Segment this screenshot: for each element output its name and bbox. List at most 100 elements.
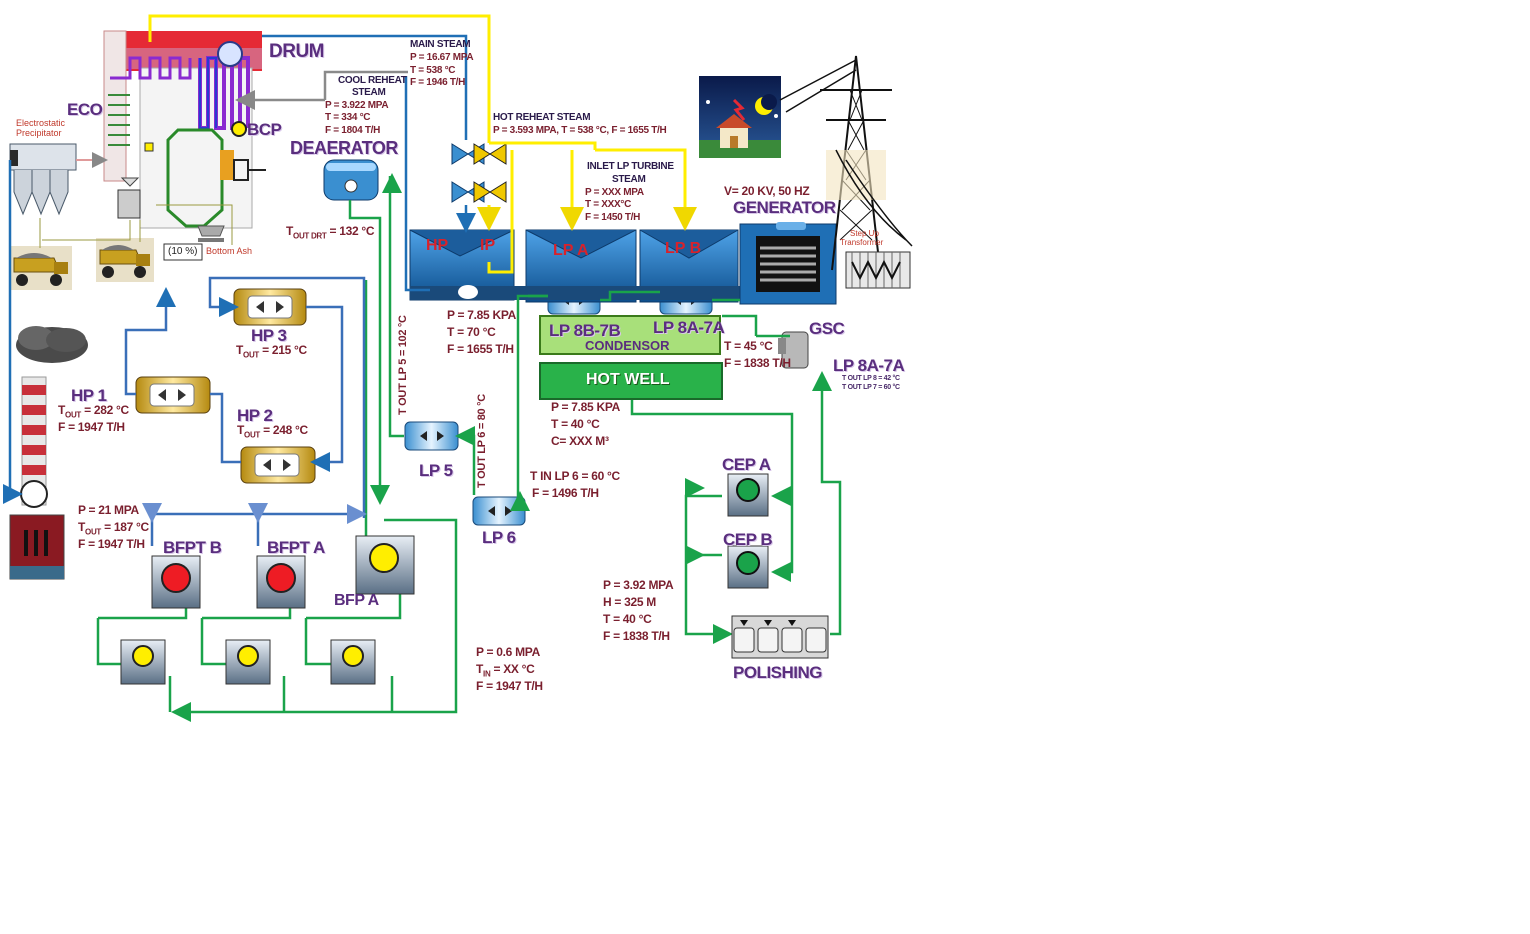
cool-reheat-title-1: COOL REHEAT	[338, 75, 407, 86]
cep-a-pump-shape	[727, 473, 769, 517]
cool-reheat-t: T = 334 °C	[325, 112, 371, 123]
main-steam-t: T = 538 °C	[410, 65, 456, 76]
deaerator-tout: TOUT DRT = 132 °C	[286, 224, 375, 241]
bfp-flow: F = 1947 T/H	[78, 537, 145, 551]
lp6-flow: F = 1496 T/H	[532, 486, 599, 500]
deaerator-shape	[323, 159, 379, 201]
lp8a7a-top-label: LP 8A-7A	[653, 318, 725, 337]
generator-label: GENERATOR	[733, 198, 836, 217]
hp1-tout: TOUT = 282 °C	[58, 403, 129, 420]
gsc-t: T = 45 °C	[724, 339, 773, 353]
hotwell-t: T = 40 °C	[551, 417, 600, 431]
turbine-lpb-label: LP B	[665, 240, 702, 257]
hp3-heater-shape	[233, 288, 307, 326]
bfp-a-pump-shape	[355, 535, 415, 595]
lp6-heater-shape	[472, 496, 526, 526]
feedwater-lines	[124, 276, 367, 546]
booster-flow: F = 1947 T/H	[476, 679, 543, 693]
main-steam-lines	[3, 34, 476, 504]
drum-label: DRUM	[269, 41, 325, 62]
polishing-unit-shape	[731, 615, 829, 659]
bfpt-b-pump-shape	[151, 555, 201, 609]
lp6-tin: T IN LP 6 = 60 °C	[530, 469, 620, 483]
condensor-label: CONDENSOR	[585, 338, 670, 353]
turbine-hp-label: HP	[426, 237, 449, 254]
boiler	[103, 30, 266, 242]
generator-voltage: V= 20 KV, 50 HZ	[724, 184, 810, 198]
hp3-label: HP 3	[251, 326, 287, 345]
step-up-label-1: Step Up	[850, 229, 879, 238]
cep-flow: F = 1838 T/H	[603, 629, 670, 643]
hp2-heater-shape	[240, 446, 316, 484]
hp1-heater-shape	[135, 376, 211, 414]
cool-reheat-title-2: STEAM	[352, 87, 386, 98]
turbine-lpa-label: LP A	[553, 242, 589, 259]
electrostatic-label-2: Precipitator	[16, 128, 62, 138]
bottom-ash-label: Bottom Ash	[206, 246, 253, 256]
hot-reheat-lines	[148, 14, 697, 274]
booster-tin: TIN = XX °C	[476, 662, 535, 679]
hp3-tout: TOUT = 215 °C	[236, 343, 307, 360]
lp5-label: LP 5	[419, 461, 453, 480]
hotwell-p: P = 7.85 KPA	[551, 400, 620, 414]
hp-exhaust-t: T = 70 °C	[447, 325, 496, 339]
cep-b-pump-shape	[727, 545, 769, 589]
hp-exhaust-f: F = 1655 T/H	[447, 342, 514, 356]
lp8-tout: T OUT LP 8 = 42 °C	[842, 375, 900, 382]
hp2-tout: TOUT = 248 °C	[237, 423, 308, 440]
ash-truck-right	[96, 238, 154, 282]
lp8b7b-label: LP 8B-7B	[549, 321, 621, 340]
main-steam-f: F = 1946 T/H	[410, 77, 466, 88]
hp1-label: HP 1	[71, 386, 107, 405]
hp2-label: HP 2	[237, 406, 273, 425]
main-steam-title: MAIN STEAM	[410, 39, 471, 50]
hot-reheat-params: P = 3.593 MPA, T = 538 °C, F = 1655 T/H	[493, 125, 667, 136]
lp5-heater-shape	[404, 421, 459, 451]
bcp-label: BCP	[247, 120, 282, 139]
bfp-pressure: P = 21 MPA	[78, 503, 139, 517]
chimney	[9, 326, 88, 580]
hp1-flow: F = 1947 T/H	[58, 420, 125, 434]
cep-temp: T = 40 °C	[603, 612, 652, 626]
hot-well-label: HOT WELL	[586, 371, 670, 388]
bfp-tout: TOUT = 187 °C	[78, 520, 149, 537]
bfpt-a-pump-shape	[256, 555, 306, 609]
condensor-shape	[539, 315, 723, 400]
inlet-lp-title-2: STEAM	[612, 174, 646, 185]
cool-reheat-p: P = 3.922 MPA	[325, 100, 389, 111]
lp6-tout-vertical: T OUT LP 6 = 80 °C	[476, 394, 488, 488]
lp7-tout: T OUT LP 7 = 60 °C	[842, 384, 900, 391]
cep-pressure: P = 3.92 MPA	[603, 578, 674, 592]
cep-a-label: CEP A	[722, 455, 771, 474]
house-scene	[699, 76, 781, 158]
main-steam-p: P = 16.67 MPA	[410, 52, 474, 63]
gsc-label: GSC	[809, 319, 845, 338]
inlet-lp-p: P = XXX MPA	[585, 187, 644, 198]
bfpt-a-label: BFPT A	[267, 538, 325, 557]
electrostatic-precipitator	[9, 143, 108, 216]
polishing-label: POLISHING	[733, 663, 823, 682]
cool-reheat-f: F = 1804 T/H	[325, 125, 381, 136]
hotwell-c: C= XXX M³	[551, 434, 609, 448]
lp6-label: LP 6	[482, 528, 516, 547]
turbine-train	[409, 222, 837, 305]
step-up-label-2: Transformer	[840, 238, 884, 247]
gsc-f: F = 1838 T/H	[724, 356, 791, 370]
ten-percent-label: (10 %)	[168, 246, 198, 257]
cold-reheat-lines	[235, 70, 408, 110]
hot-reheat-title: HOT REHEAT STEAM	[493, 112, 591, 123]
cep-head: H = 325 M	[603, 595, 656, 609]
lp8a7a-right-label: LP 8A-7A	[833, 356, 905, 375]
gsc-shape	[778, 331, 809, 369]
booster-pressure: P = 0.6 MPA	[476, 645, 540, 659]
valve-group	[451, 143, 507, 203]
booster-pumps	[120, 639, 376, 685]
deaerator-label: DEAERATOR	[290, 138, 398, 158]
inlet-lp-t: T = XXX°C	[585, 199, 632, 210]
lp5-tout-vertical: T OUT LP 5 = 102 °C	[397, 315, 409, 415]
transmission-tower	[779, 55, 913, 289]
bfpt-b-label: BFPT B	[163, 538, 222, 557]
hp-exhaust-p: P = 7.85 KPA	[447, 308, 516, 322]
inlet-lp-f: F = 1450 T/H	[585, 212, 641, 223]
